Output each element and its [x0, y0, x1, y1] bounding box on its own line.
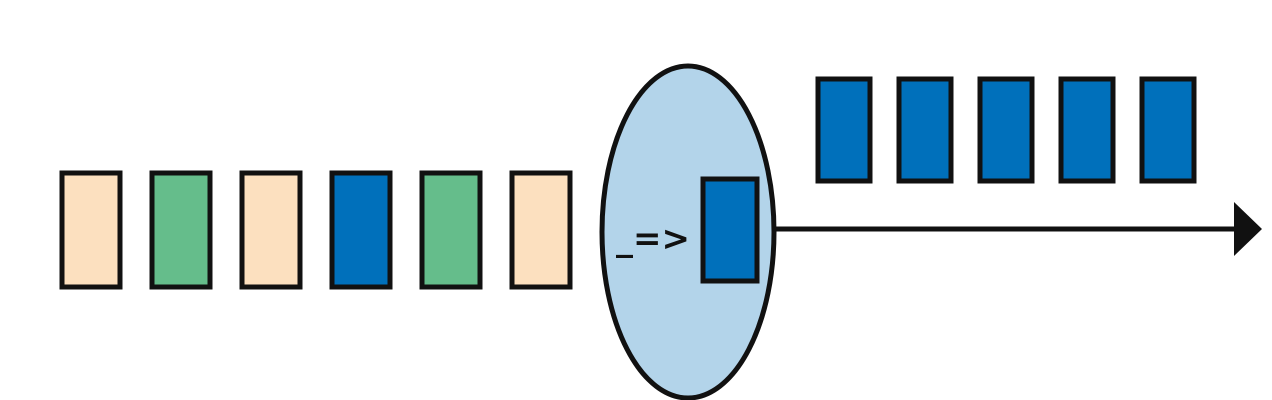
output-item-4: [1058, 76, 1116, 184]
input-item-1: [59, 170, 123, 290]
input-item-5: [419, 170, 483, 290]
output-item-1: [815, 76, 873, 184]
map-operator-ellipse: [599, 63, 777, 400]
operator-label: _=>: [616, 219, 690, 259]
output-item-3: [977, 76, 1035, 184]
input-item-4: [329, 170, 393, 290]
input-item-2: [149, 170, 213, 290]
output-stream-arrowhead: [1234, 202, 1262, 256]
operator-output-item: [700, 176, 760, 284]
input-item-6: [509, 170, 573, 290]
output-item-5: [1139, 76, 1197, 184]
input-item-3: [239, 170, 303, 290]
output-item-2: [896, 76, 954, 184]
output-stream: [815, 76, 1197, 184]
input-stream: [59, 170, 573, 290]
